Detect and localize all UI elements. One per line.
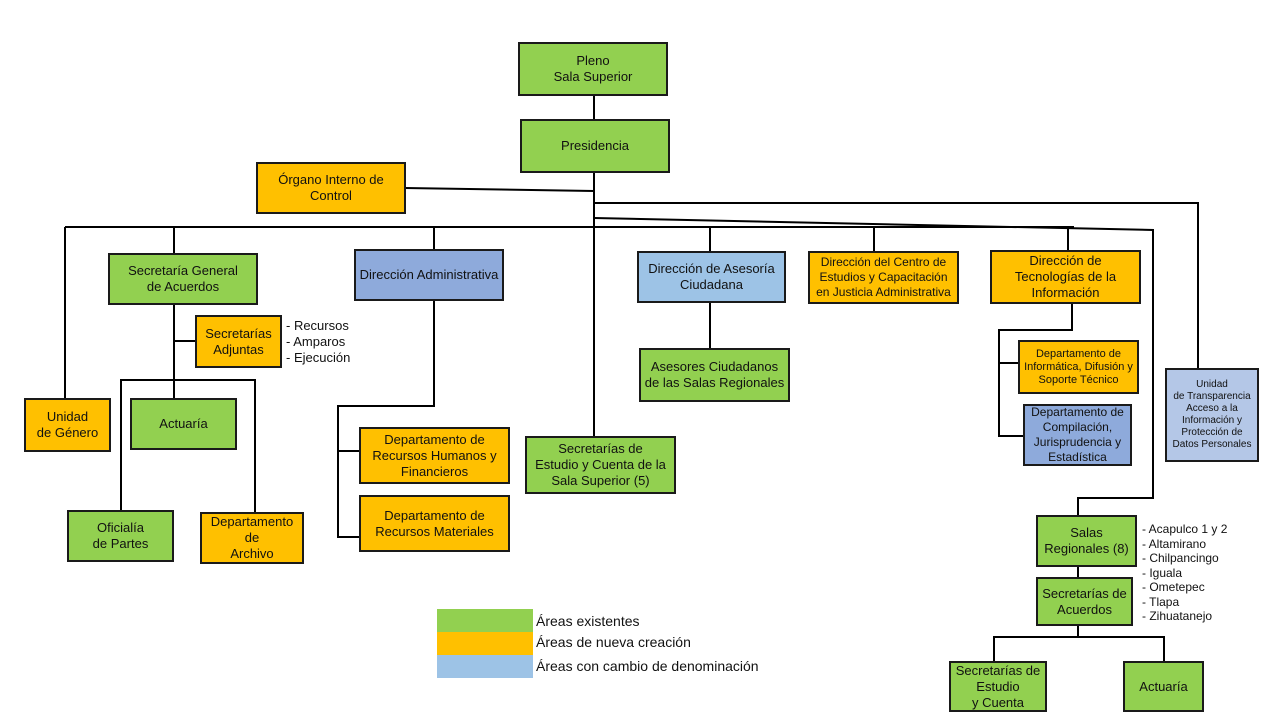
legend-swatch-renamed [437,655,533,678]
legend-label-existing: Áreas existentes [536,613,640,629]
unidad-de-genero: Unidad de Género [24,398,111,452]
organo-interno-control: Órgano Interno de Control [256,162,406,214]
salas-item: - Ometepec [1142,580,1205,594]
salas-item: - Acapulco 1 y 2 [1142,522,1228,536]
departamento-compilacion: Departamento de Compilación, Jurispruden… [1023,404,1132,466]
legend-label-new: Áreas de nueva creación [536,634,691,650]
unidad-transparencia: Unidad de Transparencia Acceso a la Info… [1165,368,1259,462]
direccion-centro-estudios: Dirección del Centro de Estudios y Capac… [808,251,959,304]
departamento-recursos-materiales: Departamento de Recursos Materiales [359,495,510,552]
salas-item: - Chilpancingo [1142,551,1219,565]
direccion-administrativa: Dirección Administrativa [354,249,504,301]
salas-regionales: Salas Regionales (8) [1036,515,1137,567]
legend-label-renamed: Áreas con cambio de denominación [536,658,759,674]
adjuntas-item: - Amparos [286,334,346,349]
direccion-tecnologias-informacion: Dirección de Tecnologías de la Informaci… [990,250,1141,304]
secretarias-adjuntas: Secretarías Adjuntas [195,315,282,368]
oficialia-de-partes: Oficialía de Partes [67,510,174,562]
secretarias-estudio-cuenta-sala-superior: Secretarías de Estudio y Cuenta de la Sa… [525,436,676,494]
actuaria-salas-regionales: Actuaría [1123,661,1204,712]
salas-item: - Tlapa [1142,594,1180,609]
presidencia: Presidencia [520,119,670,173]
salas-item: - Altamirano [1142,536,1207,551]
direccion-asesoria-ciudadana: Dirección de Asesoría Ciudadana [637,251,786,303]
salas-item: - Iguala [1142,565,1183,580]
legend-swatch-new [437,632,533,655]
adjuntas-item: - Recursos [286,318,349,333]
actuaria-sala-superior: Actuaría [130,398,237,450]
departamento-informatica: Departamento de Informática, Difusión y … [1018,340,1139,394]
secretarias-estudio-cuenta: Secretarías de Estudio y Cuenta [949,661,1047,712]
adjuntas-list: - Recursos - Amparos - Ejecución [286,318,350,366]
adjuntas-item: - Ejecución [286,350,351,365]
secretarias-de-acuerdos: Secretarías de Acuerdos [1036,577,1133,626]
legend-swatch-existing [437,609,533,632]
asesores-ciudadanos: Asesores Ciudadanos de las Salas Regiona… [639,348,790,402]
salas-item: - Zihuatanejo [1142,609,1213,623]
departamento-archivo: Departamento de Archivo [200,512,304,564]
departamento-recursos-humanos: Departamento de Recursos Humanos y Finan… [359,427,510,484]
pleno-sala-superior: Pleno Sala Superior [518,42,668,96]
secretaria-general-acuerdos: Secretaría General de Acuerdos [108,253,258,305]
salas-list: - Acapulco 1 y 2 - Altamirano - Chilpanc… [1142,522,1227,624]
